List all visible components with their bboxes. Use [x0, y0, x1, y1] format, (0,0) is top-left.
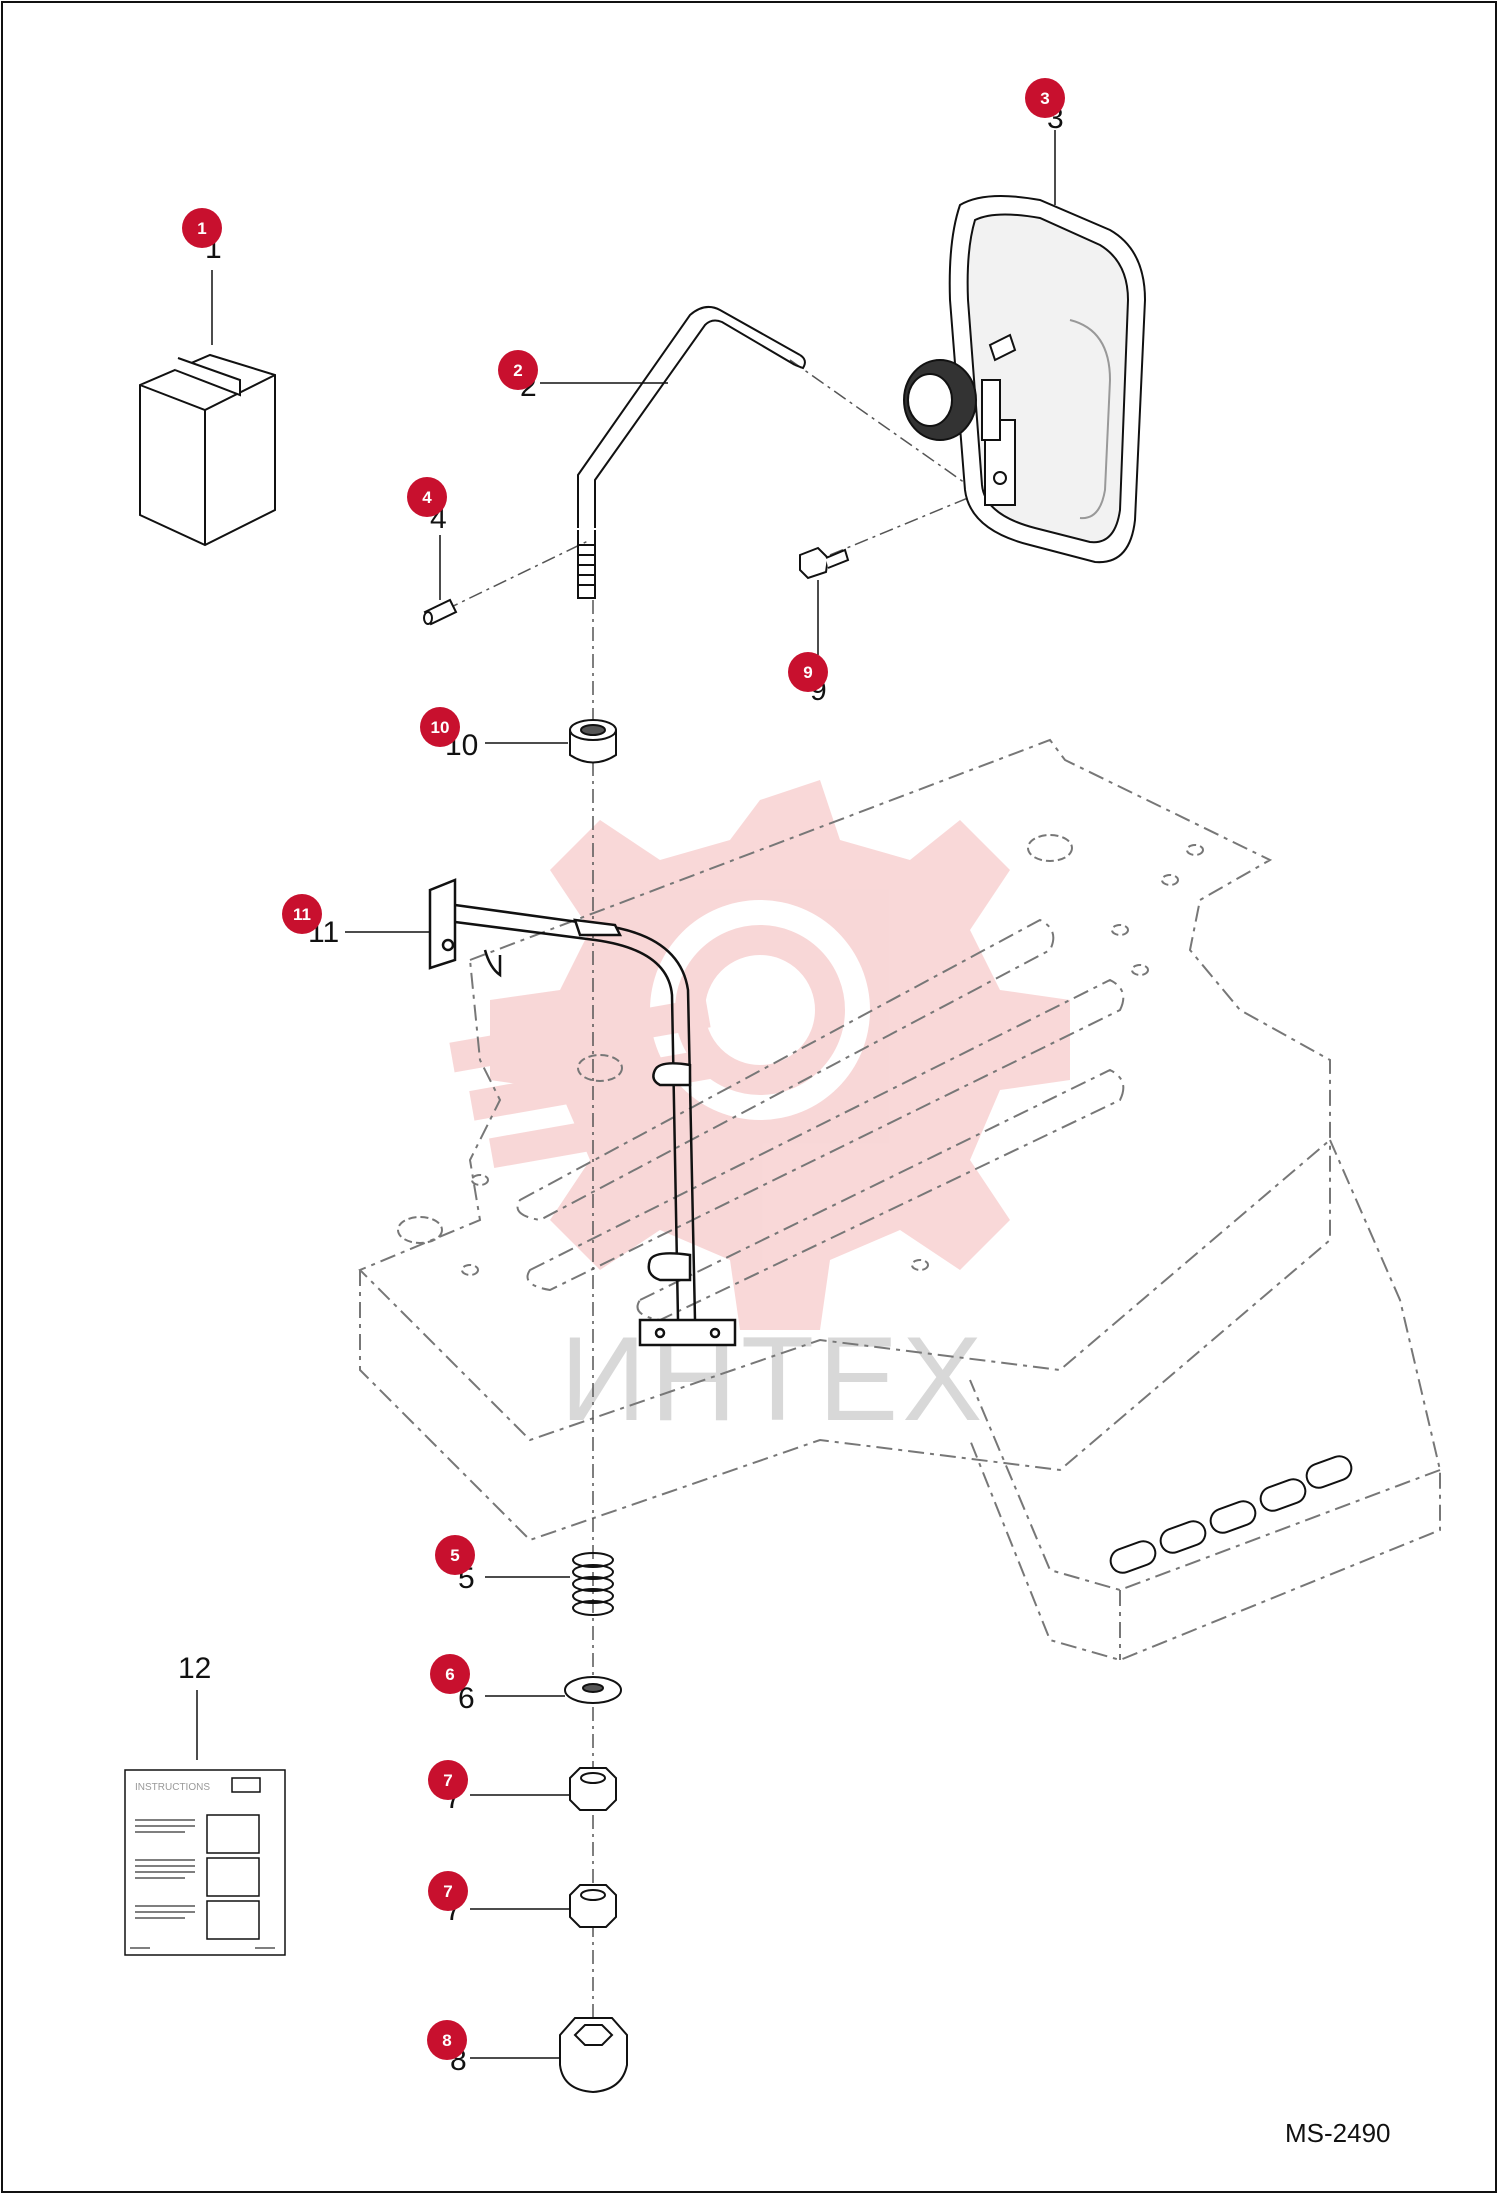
- step-slots: [1109, 1455, 1353, 1574]
- pin: [423, 598, 458, 626]
- callout-5: 5: [435, 1535, 475, 1575]
- callout-2: 2: [498, 350, 538, 390]
- part-number-12: 12: [178, 1652, 211, 1685]
- part-box: [139, 353, 276, 547]
- floor-plate-holes: [397, 834, 1204, 1276]
- callout-3: 3: [1025, 78, 1065, 118]
- bolt: [799, 546, 850, 580]
- svg-text:3: 3: [1040, 89, 1049, 108]
- nut-lower: [569, 1884, 617, 1928]
- bushing: [569, 719, 617, 764]
- instructions-sheet: [124, 1769, 286, 1956]
- washer: [564, 1676, 622, 1704]
- callout-9: 9: [788, 652, 828, 692]
- callout-10: 10: [420, 707, 460, 747]
- svg-text:5: 5: [450, 1546, 459, 1565]
- bolt-centerline: [829, 494, 976, 556]
- mirror-arm: [577, 305, 806, 599]
- part-number-6: 6: [458, 1682, 475, 1715]
- svg-text:4: 4: [422, 488, 432, 507]
- nut-upper: [569, 1767, 617, 1811]
- svg-text:9: 9: [803, 663, 812, 682]
- drawing-id: MS-2490: [1285, 2118, 1391, 2148]
- svg-text:6: 6: [445, 1665, 454, 1684]
- svg-text:8: 8: [442, 2031, 451, 2050]
- svg-text:7: 7: [443, 1882, 452, 1901]
- svg-text:11: 11: [293, 905, 311, 924]
- watermark-text: ИНТЕХ: [560, 1312, 986, 1446]
- callout-7b: 7: [428, 1871, 468, 1911]
- callout-4: 4: [407, 477, 447, 517]
- callout-11: 11: [282, 894, 322, 934]
- svg-text:1: 1: [197, 219, 206, 238]
- cap-nut: [559, 2017, 628, 2094]
- watermark-gear-icon: [449, 780, 1070, 1330]
- instructions-label: INSTRUCTIONS: [135, 1782, 210, 1793]
- svg-text:7: 7: [443, 1771, 452, 1790]
- pin-centerline: [444, 539, 591, 611]
- callout-8: 8: [427, 2020, 467, 2060]
- mirror: [903, 195, 1147, 564]
- callout-badges: 1 2 3 4 5 6 7 7 8 9 10 11: [182, 78, 1065, 2060]
- mirror-centerline: [789, 359, 976, 491]
- floor-plate: [358, 738, 1441, 1662]
- instruction-lines: [130, 1819, 275, 1949]
- svg-text:10: 10: [431, 718, 450, 737]
- svg-text:2: 2: [513, 361, 522, 380]
- leader-lines: [196, 130, 1056, 2059]
- spring: [572, 1552, 614, 1616]
- callout-1: 1: [182, 208, 222, 248]
- callout-6: 6: [430, 1654, 470, 1694]
- callout-7a: 7: [428, 1760, 468, 1800]
- mounting-bracket: [428, 878, 737, 1347]
